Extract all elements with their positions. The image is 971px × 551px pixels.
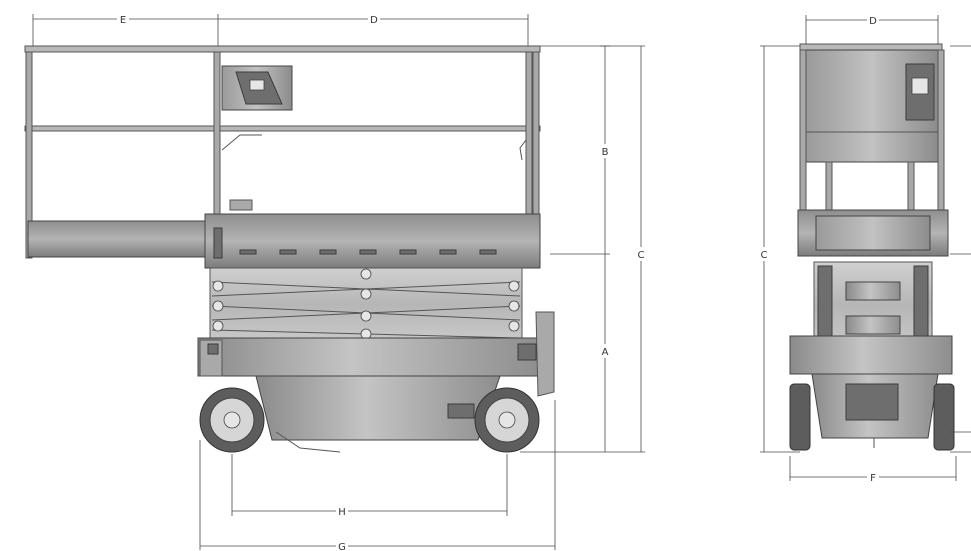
side-front-wheel xyxy=(474,387,540,453)
deck-slots xyxy=(239,249,497,255)
front-posts xyxy=(825,161,915,215)
side-control-box xyxy=(221,65,293,111)
label-c-side: C xyxy=(638,250,645,261)
scissor-stack xyxy=(209,267,523,341)
label-d-front: D xyxy=(869,16,877,27)
label-c-front: C xyxy=(761,250,768,261)
side-guardrail xyxy=(24,45,541,259)
side-rear-wheel xyxy=(199,387,265,453)
label-g: G xyxy=(338,542,346,551)
front-view xyxy=(789,43,955,451)
label-h: H xyxy=(338,507,346,518)
label-a: A xyxy=(602,347,609,358)
side-view xyxy=(24,45,555,453)
label-b: B xyxy=(602,147,609,158)
label-d-side: D xyxy=(370,15,378,26)
main-deck xyxy=(204,199,541,269)
label-e: E xyxy=(120,15,126,26)
side-chassis xyxy=(197,311,555,453)
dimension-labels: E D B C A H G D C F xyxy=(117,12,879,551)
front-guardrail-panel xyxy=(799,43,945,211)
front-deck xyxy=(797,209,949,257)
front-wheels xyxy=(789,383,955,451)
front-chassis xyxy=(789,335,953,448)
front-scissor xyxy=(813,261,933,349)
extension-deck xyxy=(27,220,219,258)
label-f: F xyxy=(870,473,876,484)
